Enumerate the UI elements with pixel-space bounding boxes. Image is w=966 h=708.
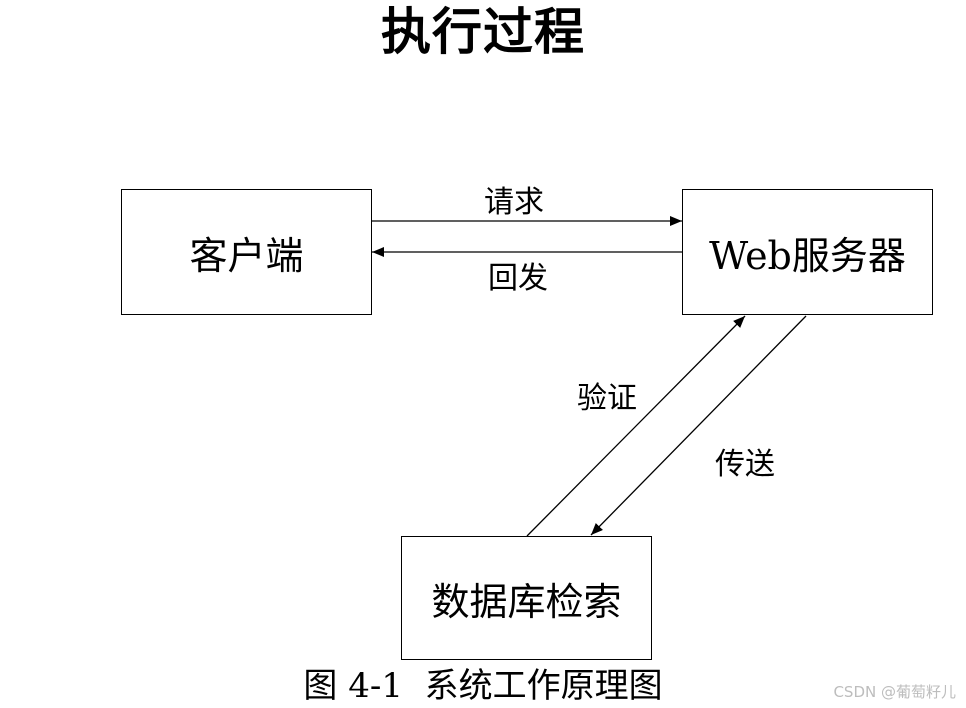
database-node-label: 数据库检索 [431,579,622,624]
web-server-node: Web服务器 [682,189,933,315]
diagram-title: 执行过程 [381,3,585,61]
database-node: 数据库检索 [401,536,652,660]
figure-caption: 图 4-1 系统工作原理图 [303,666,663,706]
send-label: 传送 [715,447,775,482]
web-server-node-label: Web服务器 [709,233,906,278]
client-node: 客户端 [121,189,372,315]
request-label: 请求 [484,185,544,220]
reply-label: 回发 [488,261,548,296]
watermark: CSDN @葡萄籽儿 [833,683,956,701]
send-arrow [590,315,807,536]
client-node-label: 客户端 [189,233,304,278]
verify-arrow [526,315,746,537]
verify-label: 验证 [577,381,637,416]
